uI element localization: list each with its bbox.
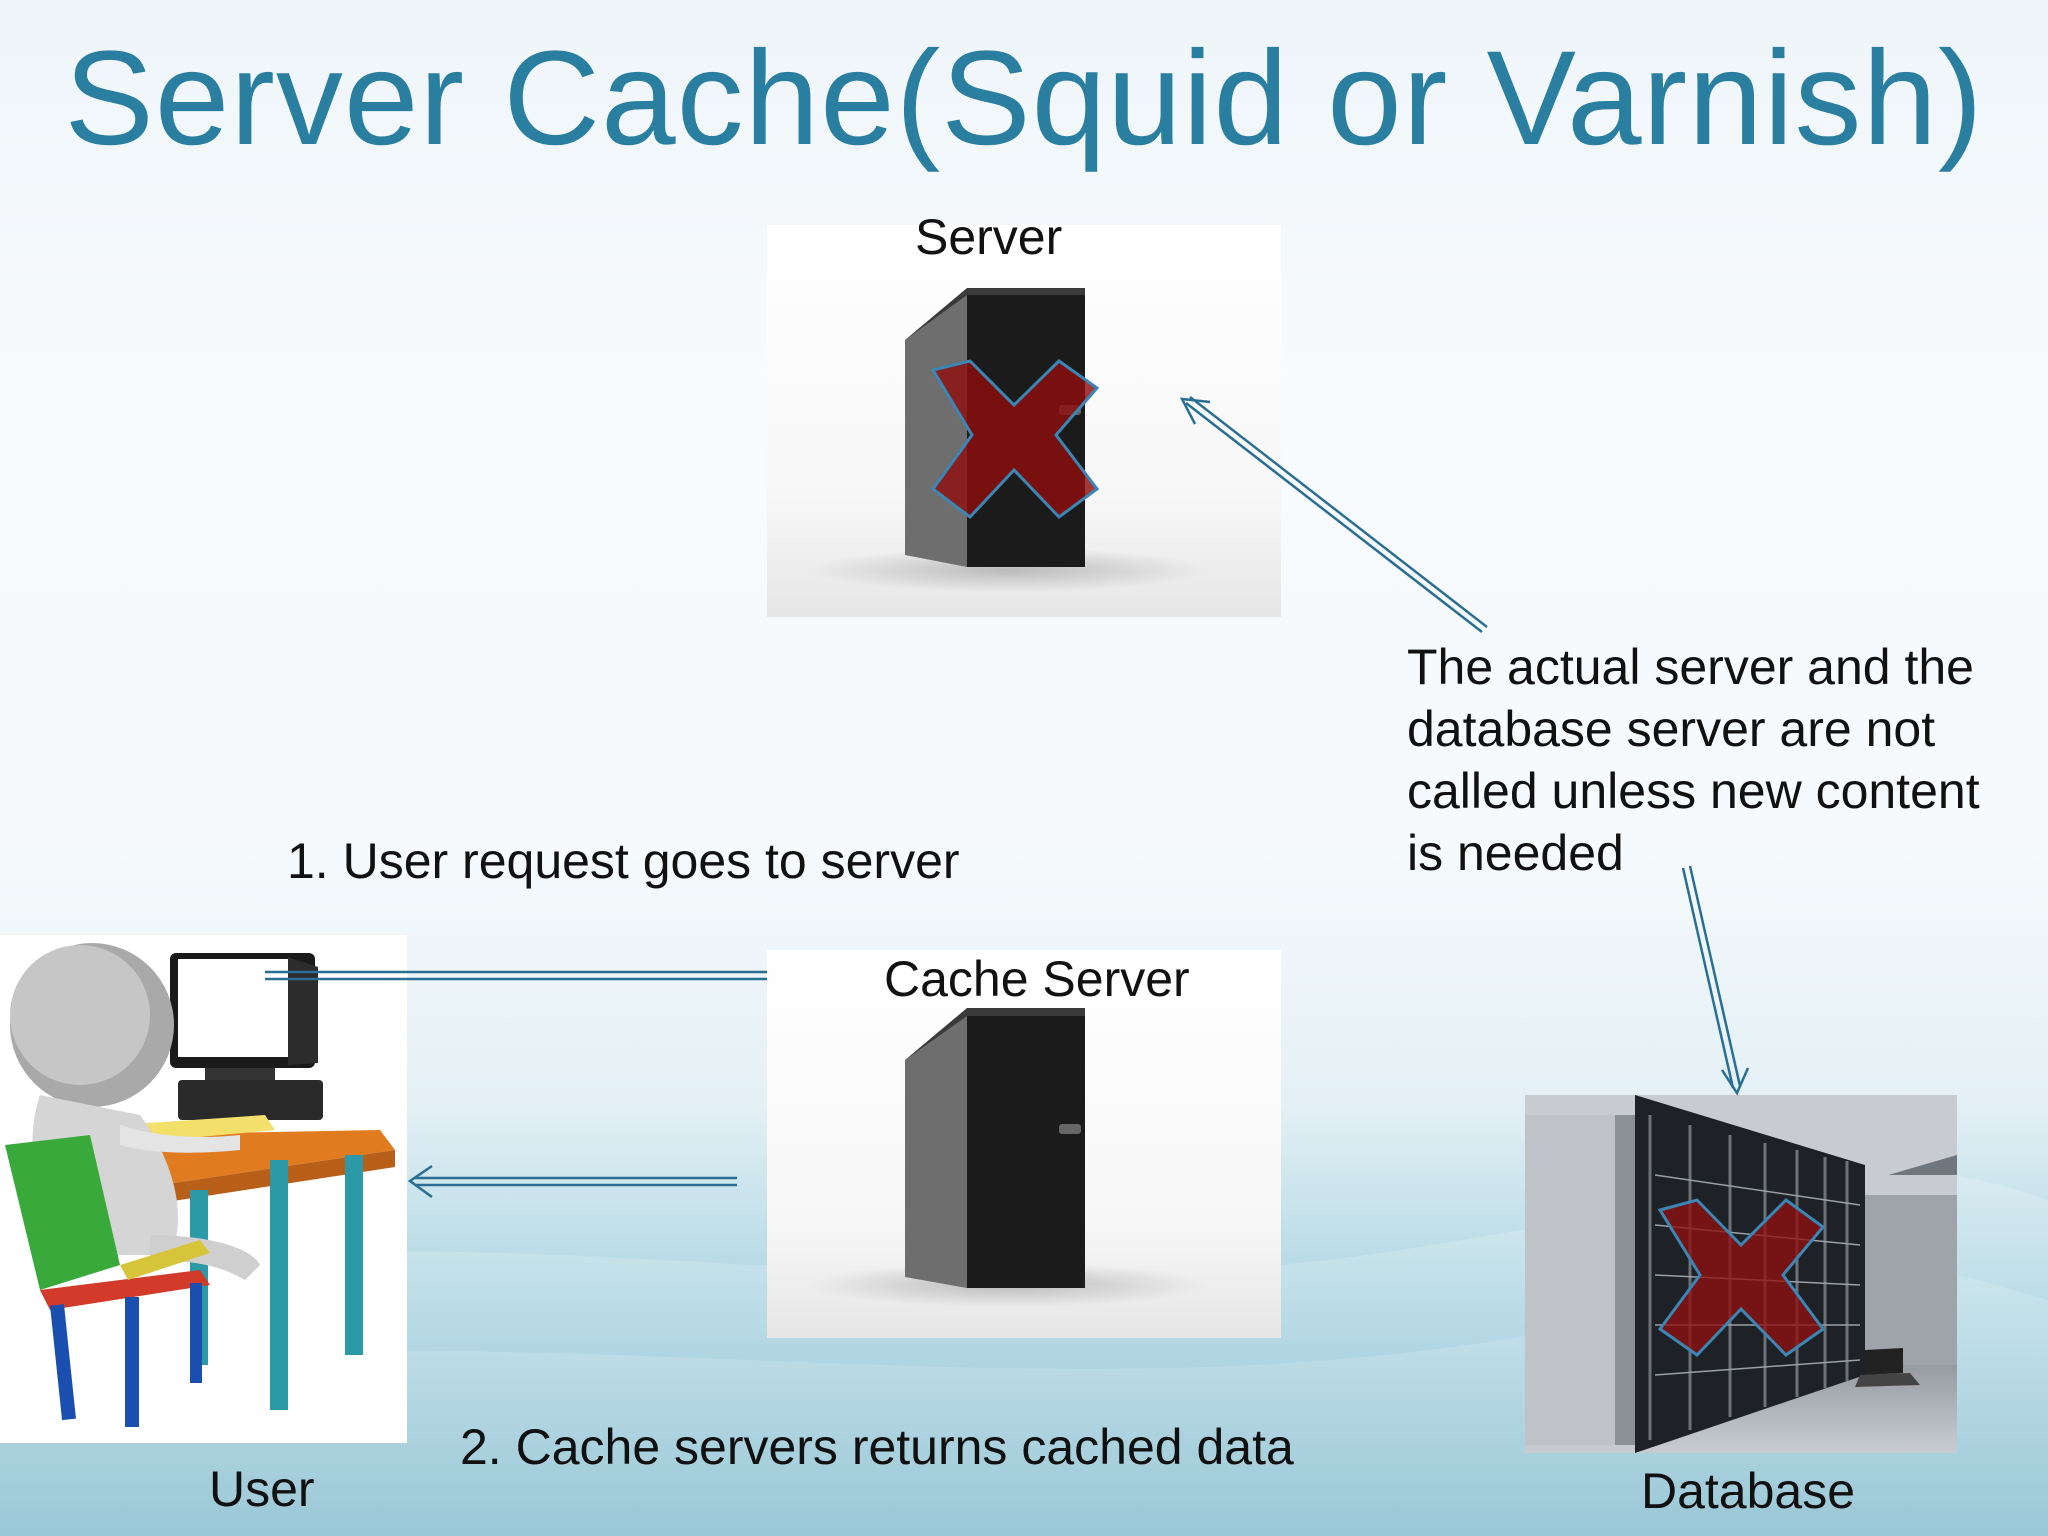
database-illustration [1525, 1095, 1957, 1453]
step-response-label: 2. Cache servers returns cached data [460, 1419, 1294, 1475]
step-request-label: 1. User request goes to server [287, 833, 960, 889]
cache-server-illustration [767, 950, 1281, 1338]
database-unavailable-icon [1657, 1198, 1826, 1357]
server-panel [767, 225, 1281, 617]
user-panel [0, 935, 407, 1443]
note-to-server-arrow [1179, 396, 1488, 633]
slide-title: Server Cache(Squid or Varnish) [64, 24, 1984, 173]
database-panel [1525, 1095, 1957, 1453]
server-unavailable-icon [930, 359, 1100, 520]
user-illustration [0, 935, 407, 1443]
server-label: Server [915, 209, 1063, 265]
cache-server-panel [767, 950, 1281, 1338]
user-label: User [209, 1461, 315, 1517]
cache-server-label: Cache Server [884, 951, 1190, 1007]
note-line: called unless new content [1407, 763, 1980, 819]
database-label: Database [1641, 1463, 1856, 1519]
cache-note: The actual server and the database serve… [1407, 636, 2027, 884]
request-connector [265, 970, 767, 981]
note-line: database server are not [1407, 701, 1936, 757]
note-to-database-arrow [1681, 865, 1750, 1096]
note-line: is needed [1407, 825, 1624, 881]
server-illustration [767, 225, 1281, 617]
response-arrow [407, 1164, 737, 1199]
note-line: The actual server and the [1407, 639, 1974, 695]
